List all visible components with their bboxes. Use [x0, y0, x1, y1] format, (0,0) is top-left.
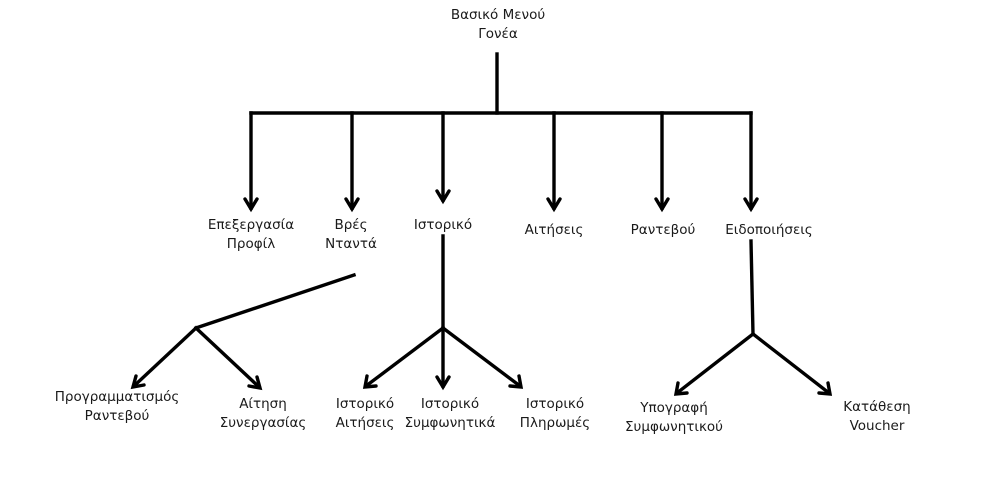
requests-arrowhead — [546, 197, 562, 213]
history-requests-label-line1: Ιστορικό — [335, 396, 395, 412]
history-contracts-arrowhead — [435, 375, 451, 391]
voucher-deposit-connector — [750, 331, 832, 396]
voucher-deposit-arrowhead — [817, 381, 833, 396]
root-label-line1: Βασικό Μενού — [450, 7, 546, 23]
sub-node-history-requests: Ιστορικό Αιτήσεις — [336, 395, 395, 433]
profile-label-line1: Επεξεργασία — [207, 217, 295, 233]
history-contracts-label-line2: Συμφωνητικά — [404, 415, 496, 431]
appointments-label: Ραντεβού — [630, 222, 696, 238]
find-nanny-label-line2: Νταντά — [325, 236, 377, 252]
collaboration-request-arrowhead — [247, 375, 263, 391]
sub-node-voucher-deposit: Κατάθεση Voucher — [843, 398, 910, 436]
history-arrowhead — [435, 189, 451, 205]
history-payments-label-line1: Ιστορικό — [525, 396, 585, 412]
sub-node-schedule-appointment: Προγραμματισμός Ραντεβού — [55, 388, 180, 426]
menu-node-history: Ιστορικό — [414, 216, 472, 235]
menu-node-appointments: Ραντεβού — [631, 221, 696, 240]
history-requests-arrowhead — [362, 374, 378, 389]
sign-contract-label-line1: Υπογραφή — [640, 400, 708, 416]
schedule-appointment-connector — [131, 325, 199, 389]
history-contracts-label-line1: Ιστορικό — [420, 396, 480, 412]
menu-node-find-nanny: Βρές Νταντά — [325, 216, 377, 254]
history-requests-connector — [363, 325, 446, 389]
appointments-arrowhead — [654, 197, 670, 213]
voucher-deposit-label-line2: Voucher — [849, 418, 905, 434]
profile-label-line2: Προφίλ — [226, 236, 276, 252]
history-payments-arrowhead — [508, 374, 524, 389]
sign-contract-arrowhead — [673, 381, 689, 396]
collaboration-request-connector — [193, 325, 262, 390]
collaboration-request-label-line2: Συνεργασίας — [219, 415, 307, 431]
schedule-appointment-label-line1: Προγραμματισμός — [54, 389, 180, 405]
history-requests-label-line2: Αιτήσεις — [335, 415, 395, 431]
notifications-branch-line — [749, 239, 755, 336]
sign-contract-label-line2: Συμφωνητικού — [625, 419, 723, 435]
sub-node-sign-contract: Υπογραφή Συμφωνητικού — [625, 399, 723, 437]
sub-node-history-payments: Ιστορικό Πληρωμές — [520, 395, 590, 433]
history-payments-connector — [440, 325, 523, 389]
root-label-line2: Γονέα — [478, 26, 518, 42]
menu-node-notifications: Ειδοποιήσεις — [725, 221, 812, 240]
requests-label: Αιτήσεις — [524, 222, 584, 238]
find-nanny-arrowhead — [344, 197, 360, 213]
notifications-label: Ειδοποιήσεις — [725, 222, 813, 238]
sign-contract-connector — [674, 331, 756, 396]
voucher-deposit-label-line1: Κατάθεση — [843, 399, 911, 415]
root-node-main-menu: Βασικό Μενού Γονέα — [451, 6, 545, 44]
sub-node-collaboration-request: Αίτηση Συνεργασίας — [220, 395, 307, 433]
notifications-arrowhead — [743, 197, 759, 213]
menu-node-profile: Επεξεργασία Προφίλ — [208, 216, 294, 254]
schedule-appointment-arrowhead — [130, 374, 146, 390]
sub-node-history-contracts: Ιστορικό Συμφωνητικά — [405, 395, 496, 433]
schedule-appointment-label-line2: Ραντεβού — [84, 408, 150, 424]
profile-arrowhead — [243, 197, 259, 213]
find-nanny-branch-line — [193, 272, 357, 331]
menu-node-requests: Αιτήσεις — [525, 221, 584, 240]
history-payments-label-line2: Πληρωμές — [519, 415, 591, 431]
collaboration-request-label-line1: Αίτηση — [239, 396, 287, 412]
history-label: Ιστορικό — [413, 217, 473, 233]
find-nanny-label-line1: Βρές — [334, 217, 368, 233]
